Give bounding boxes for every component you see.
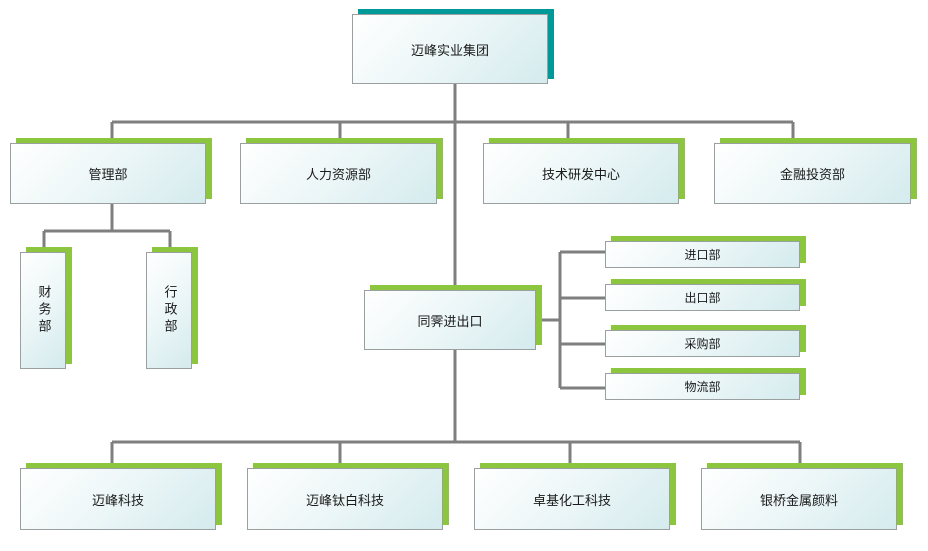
trade-logistics: 物流部: [605, 368, 806, 400]
trade-node: 同霁进出口: [364, 285, 542, 350]
sub-label: 行政部: [146, 252, 192, 369]
dept-label: 管理部: [10, 143, 206, 204]
trade-label: 同霁进出口: [364, 290, 536, 350]
company-maifeng-tech: 迈峰科技: [20, 463, 222, 530]
dept-label: 人力资源部: [240, 143, 437, 204]
dept-label: 金融投资部: [714, 143, 911, 204]
company-label: 迈峰钛白科技: [247, 468, 443, 530]
dept-hr: 人力资源部: [240, 138, 443, 204]
trade-purchase: 采购部: [605, 325, 806, 357]
sub-admin: 行政部: [146, 247, 198, 369]
trade-sub-label: 物流部: [605, 373, 800, 400]
company-metal-pigment: 银桥金属颜料: [701, 463, 903, 530]
dept-management: 管理部: [10, 138, 212, 204]
company-chemical-tech: 卓基化工科技: [474, 463, 676, 530]
trade-sub-label: 出口部: [605, 284, 800, 311]
trade-import: 进口部: [605, 236, 806, 268]
company-titanium-tech: 迈峰钛白科技: [247, 463, 449, 530]
dept-rnd: 技术研发中心: [483, 138, 685, 204]
company-label: 迈峰科技: [20, 468, 216, 530]
dept-label: 技术研发中心: [483, 143, 679, 204]
root-label: 迈峰实业集团: [352, 14, 548, 84]
sub-label: 财务部: [20, 252, 66, 369]
trade-sub-label: 采购部: [605, 330, 800, 357]
trade-export: 出口部: [605, 279, 806, 311]
company-label: 银桥金属颜料: [701, 468, 897, 530]
trade-sub-label: 进口部: [605, 241, 800, 268]
sub-finance: 财务部: [20, 247, 72, 369]
root-node: 迈峰实业集团: [352, 9, 554, 84]
company-label: 卓基化工科技: [474, 468, 670, 530]
dept-finance-invest: 金融投资部: [714, 138, 917, 204]
